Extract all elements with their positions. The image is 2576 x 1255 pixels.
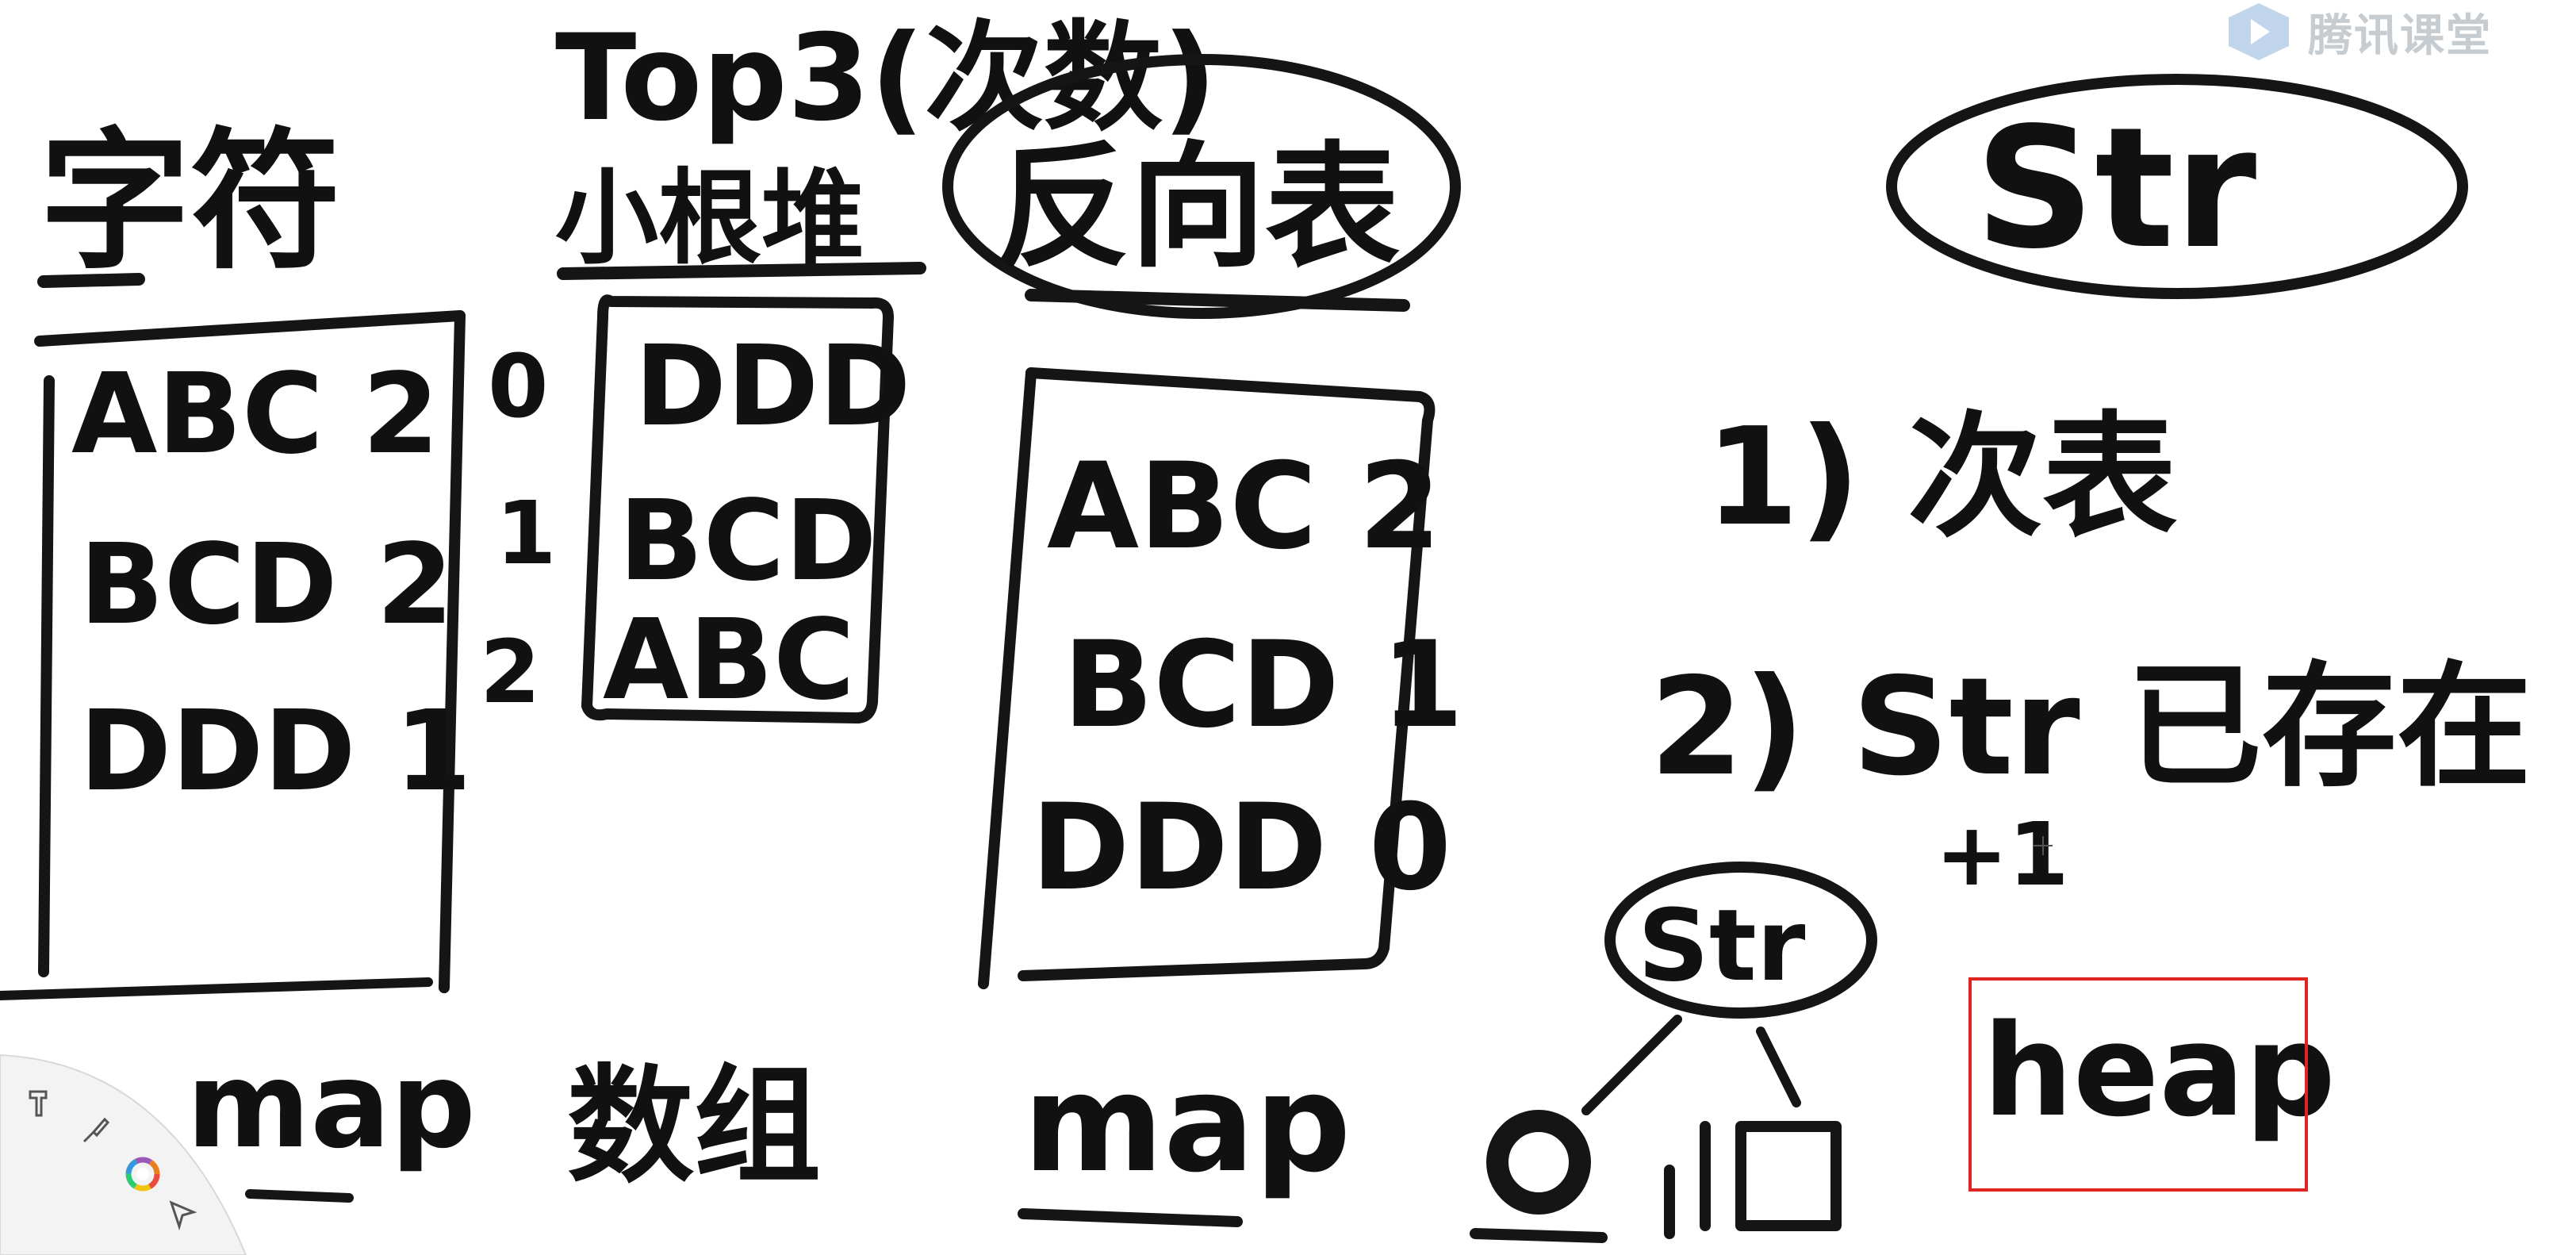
col1-row-2: BCD 2 [79, 520, 454, 650]
col3-row-1: ABC 2 [1047, 438, 1441, 576]
col3-row-2: BCD 1 [1063, 616, 1464, 754]
step-1: 1) 次表 [1705, 399, 2177, 556]
col1-row-3: DDD 1 [79, 687, 472, 816]
col2-row-1: DDD [634, 322, 911, 451]
col2-index-1: 1 [496, 482, 557, 584]
step-2: 2) Str 已存在 [1650, 649, 2532, 806]
col2-label: 数组 [567, 1052, 821, 1200]
col2-title-top: Top3(次数) [555, 10, 1217, 148]
play-logo-icon [2229, 3, 2289, 60]
col1-title: 字符 [40, 114, 341, 290]
plus-one: +1 [1935, 804, 2069, 905]
col3-label: map [1023, 1046, 1351, 1203]
column-char-count: 字符 ABC 2 BCD 2 DDD 1 map [0, 114, 476, 1203]
heap-label: heap [1983, 996, 2336, 1145]
col1-row-1: ABC 2 [71, 350, 439, 479]
tool-palette [0, 1031, 254, 1255]
hammer-icon[interactable] [16, 1079, 63, 1126]
column-top3-heap: Top3(次数) 小根堆 0 1 2 DDD BCD ABC 数组 [480, 10, 1217, 1200]
col2-row-2: BCD [619, 477, 877, 606]
col2-row-3: ABC [603, 596, 855, 725]
pointer-icon[interactable] [159, 1190, 206, 1238]
color-wheel-icon[interactable] [119, 1150, 167, 1198]
crosshair-cursor-icon [2034, 836, 2053, 855]
column-reverse-table: 反向表 ABC 2 BCD 1 DDD 0 map [942, 54, 1464, 1227]
watermark: 腾讯课堂 [2221, 0, 2492, 63]
watermark-text: 腾讯课堂 [2308, 10, 2492, 62]
col2-index-2: 2 [480, 621, 541, 723]
tree-root: Str [1638, 888, 1806, 1004]
col2-title-bottom: 小根堆 [555, 158, 864, 278]
col1-label: map [186, 1037, 476, 1175]
col3-row-3: DDD 0 [1031, 779, 1451, 917]
selection-rectangle[interactable] [1968, 977, 2308, 1192]
col2-index-0: 0 [488, 336, 549, 437]
brush-icon[interactable] [71, 1107, 119, 1154]
right-notes: Str 1) 次表 2) Str 已存在 +1 Str heap [1470, 74, 2532, 1243]
right-title: Str [1975, 91, 2256, 286]
col3-title: 反向表 [995, 129, 1400, 286]
